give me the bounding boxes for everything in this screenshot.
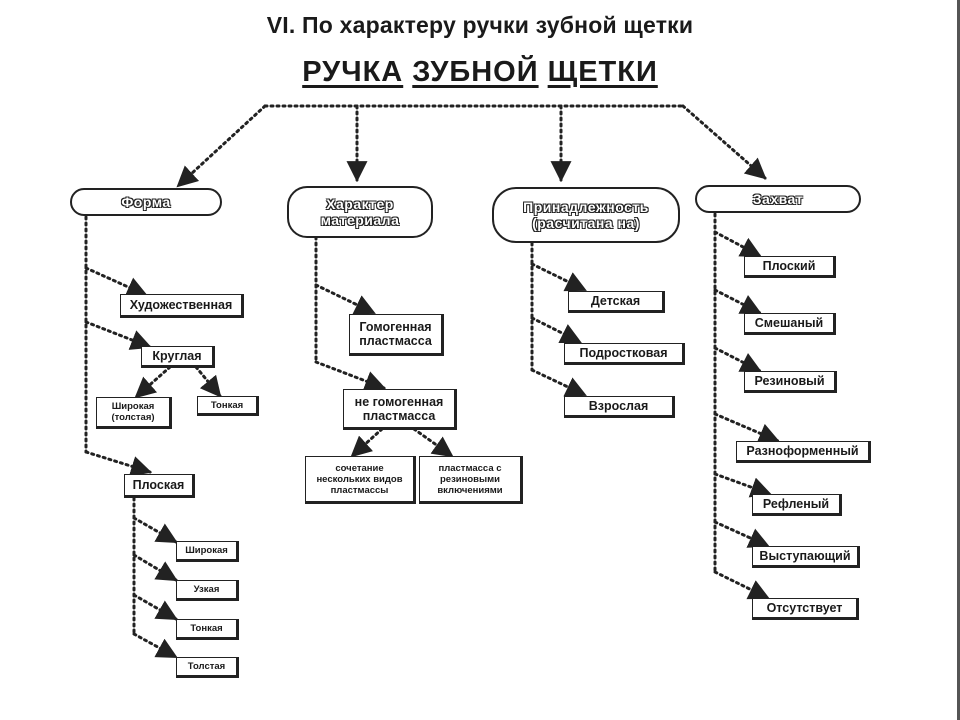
material-to-gomogennaya: [314, 283, 376, 315]
section-title: VI. По характеру ручки зубной щетки: [266, 12, 694, 38]
prinadl-to-podrostkovaya: [530, 316, 582, 344]
page-edge-line: [957, 0, 960, 720]
node-shirokaya: Широкая: [176, 541, 239, 562]
material-to-ne-gomogennaya: [314, 360, 386, 392]
node-reflenyy: Рефленый: [752, 494, 842, 516]
forma-to-kruglaya: [84, 320, 152, 350]
node-ploskiy: Плоский: [744, 256, 836, 278]
node-vzroslaya: Взрослая: [564, 396, 675, 418]
ploskaya-to-tolstaya: [132, 632, 178, 659]
node-ne-gomogennaya: не гомогенная пластмасса: [343, 389, 457, 430]
kruglaya-to-tonkaya: [194, 365, 222, 398]
node-ploskaya: Плоская: [124, 474, 195, 498]
category-material: Характер материала: [287, 186, 433, 238]
node-sochetanie: сочетание нескольких видов пластмассы: [305, 456, 416, 504]
category-zahvat: Захват: [695, 185, 861, 213]
ploskaya-to-shirokaya: [132, 516, 178, 544]
category-forma: Форма: [70, 188, 222, 216]
node-s-rezinovymi: пластмасса с резиновыми включениями: [419, 456, 523, 504]
arrow-to-forma: [176, 104, 267, 188]
node-kruglaya: Круглая: [141, 346, 215, 368]
node-rezinovyy: Резиновый: [744, 371, 837, 393]
main-title-word-3: ЩЕТКИ: [547, 56, 658, 88]
prinadl-to-vzroslaya: [530, 368, 587, 397]
node-tolstaya: Толстая: [176, 657, 239, 678]
main-title-word-1: РУЧКА: [302, 56, 404, 88]
node-shirokaya-tolstaya: Широкая (толстая): [96, 397, 172, 429]
zahvat-to-raznoformennyy: [713, 412, 780, 444]
node-smeshanyy: Смешаный: [744, 313, 836, 335]
node-uzkaya: Узкая: [176, 580, 239, 601]
main-title-word-2: ЗУБНОЙ: [412, 56, 539, 88]
node-tonkaya: Тонкая: [176, 619, 239, 640]
ploskaya-to-uzkaya: [132, 553, 178, 582]
category-prinadl: Принадлежность (расчитана на): [492, 187, 680, 243]
zahvat-to-vystupayushchiy: [713, 520, 770, 548]
node-tonkaya-kruglaya: Тонкая: [197, 396, 259, 416]
zahvat-to-ploskiy: [713, 230, 762, 258]
prinadl-to-detskaya: [530, 262, 587, 292]
zahvat-to-smeshanyy: [713, 288, 762, 315]
zahvat-to-rezinovyy: [713, 346, 762, 373]
forma-to-ploskaya: [84, 450, 153, 477]
node-otsutstvuet: Отсутствует: [752, 598, 859, 620]
main-title: РУЧКА ЗУБНОЙ ЩЕТКИ: [0, 56, 960, 89]
ne-gomo-to-sochetanie: [350, 427, 384, 458]
node-detskaya: Детская: [568, 291, 665, 313]
node-raznoformennyy: Разноформенный: [736, 441, 871, 463]
zahvat-to-otsutstvuet: [713, 570, 770, 600]
kruglaya-to-shirokaya: [134, 365, 172, 399]
node-hudozhestvennaya: Художественная: [120, 294, 244, 318]
node-podrostkovaya: Подростковая: [564, 343, 685, 365]
zahvat-to-reflenyy: [713, 472, 772, 498]
forma-to-hudozh: [84, 266, 148, 297]
arrow-to-zahvat: [681, 104, 767, 180]
ploskaya-to-tonkaya: [132, 593, 178, 621]
node-gomogennaya: Гомогенная пластмасса: [349, 314, 444, 356]
node-vystupayushchiy: Выступающий: [752, 546, 860, 568]
ne-gomo-to-s-rezinovymi: [412, 427, 454, 458]
